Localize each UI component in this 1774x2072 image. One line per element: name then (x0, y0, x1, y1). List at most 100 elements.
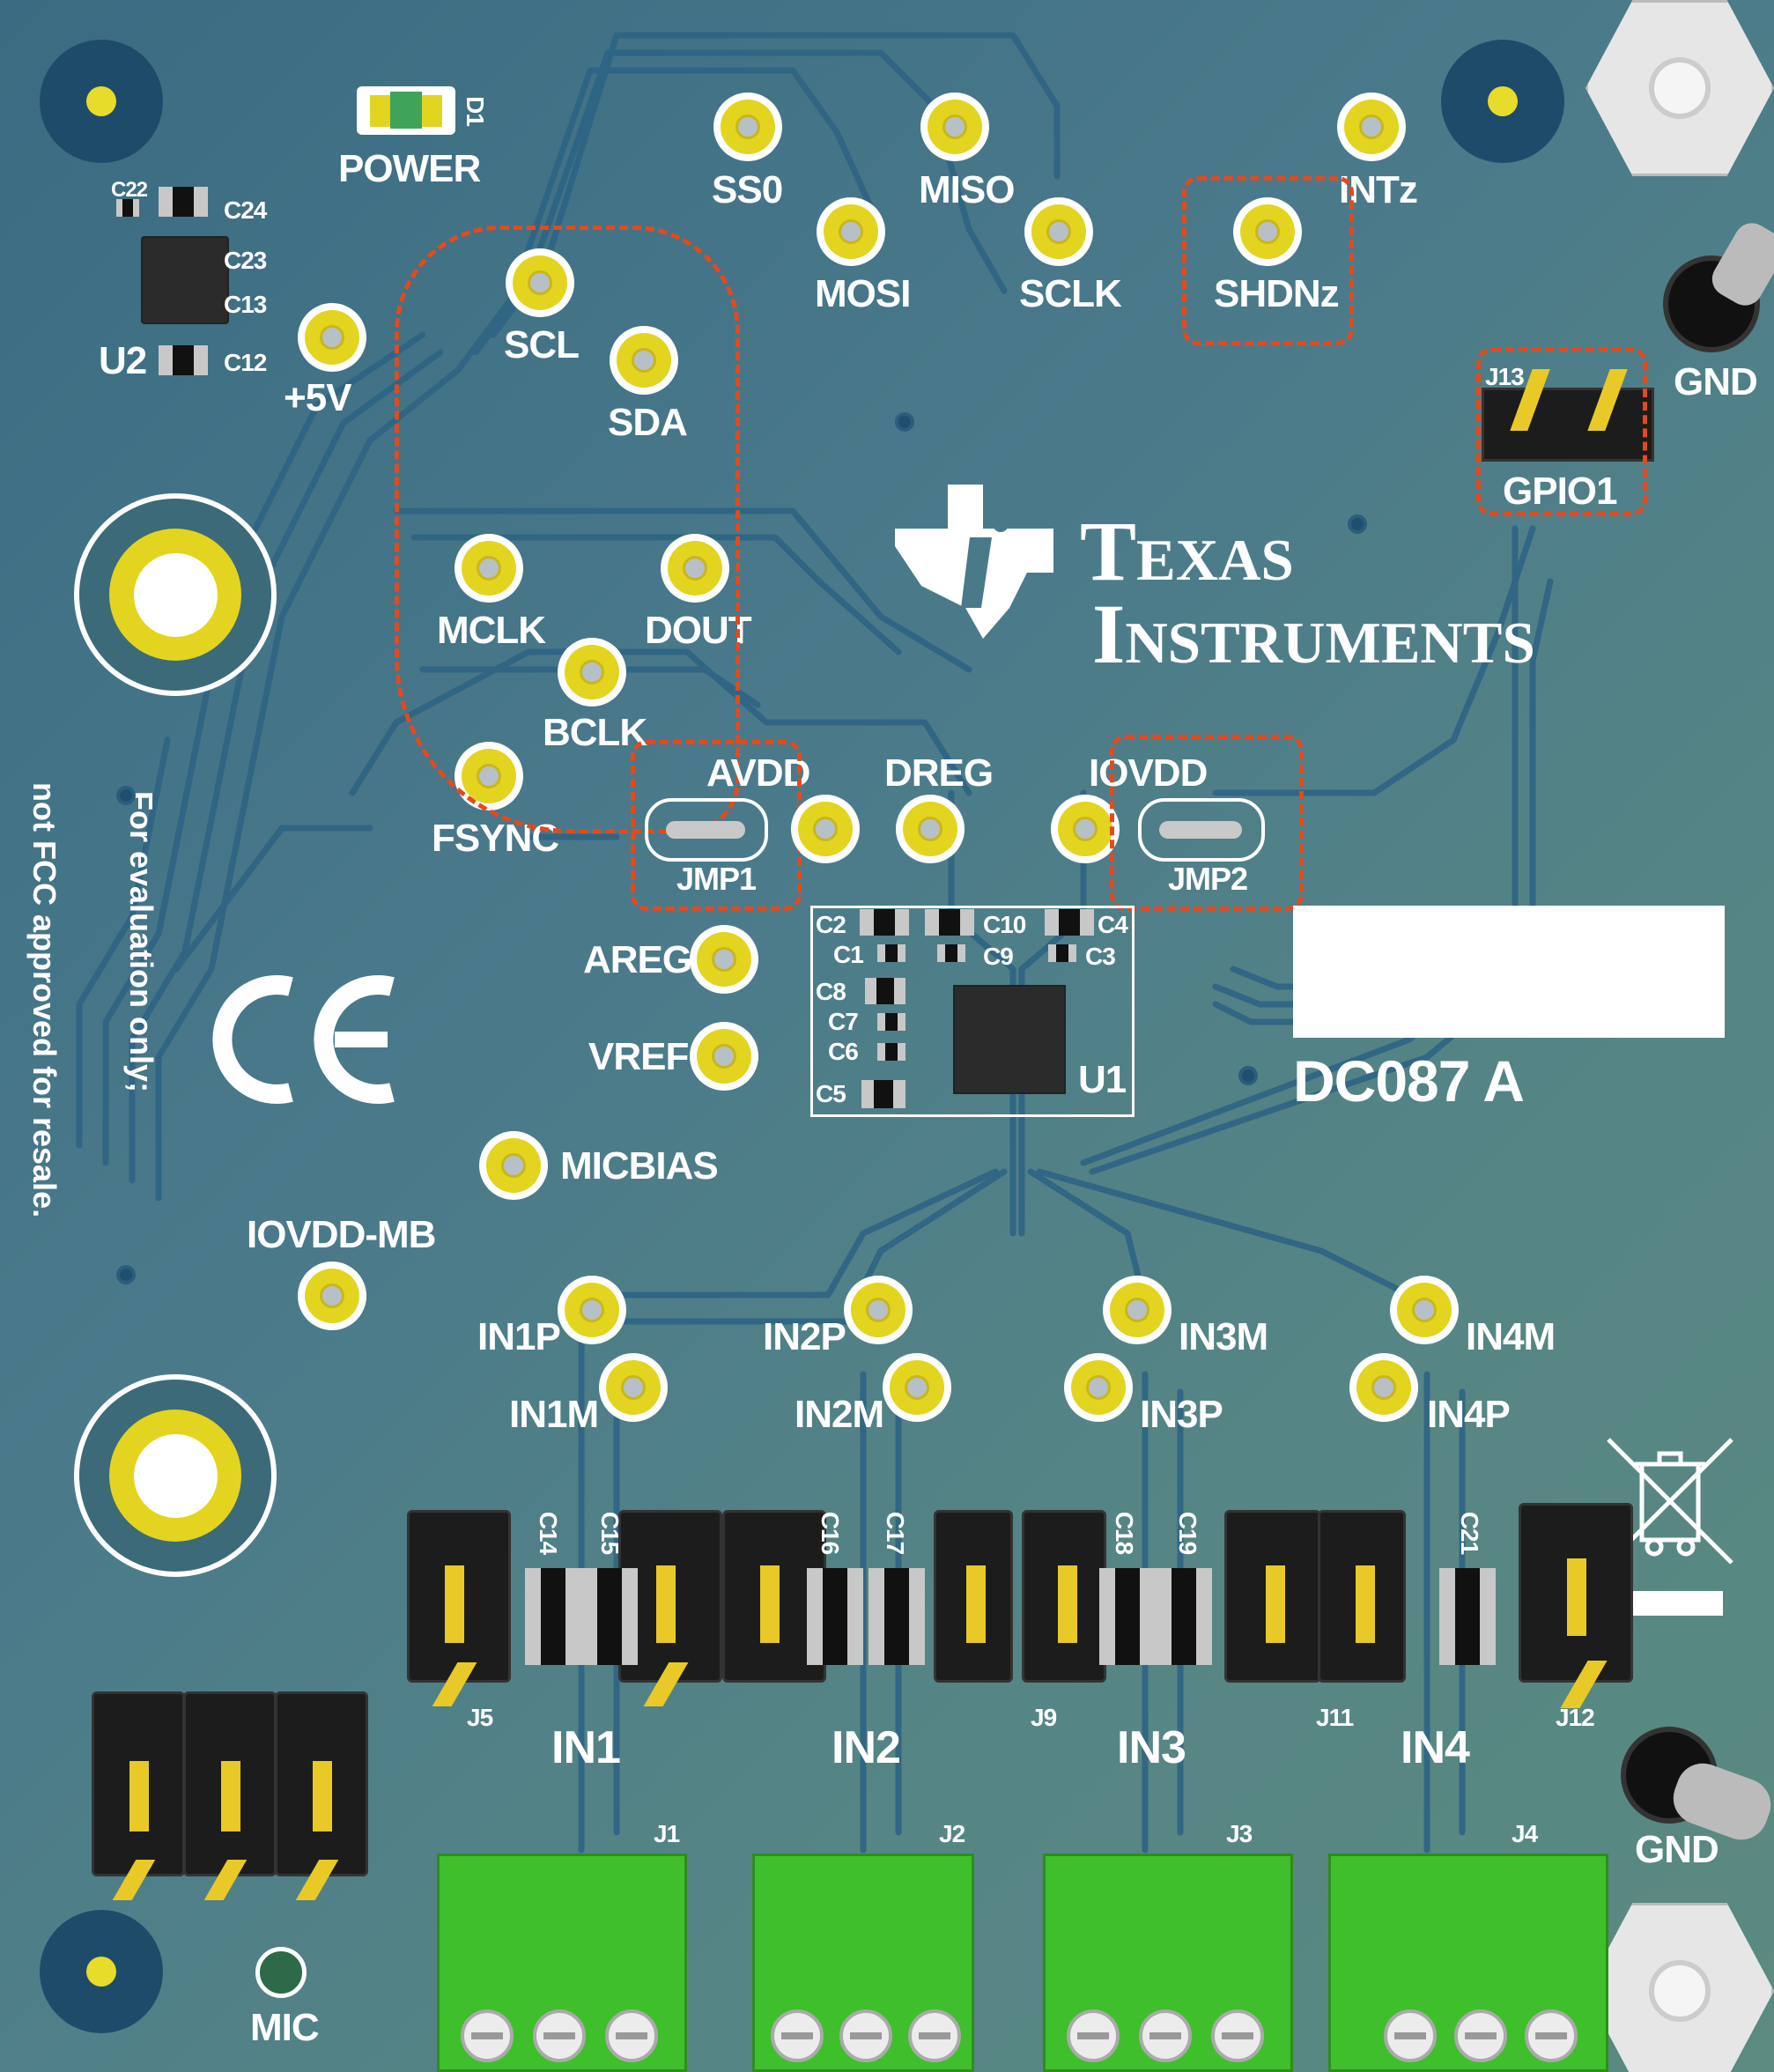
j3-label: J3 (1226, 1820, 1253, 1847)
cap-c1 (877, 944, 906, 962)
cap-c4 (1045, 909, 1094, 936)
test-point-avdd[interactable] (791, 795, 860, 863)
test-point-in4m[interactable] (1390, 1276, 1459, 1344)
u1-outline (810, 906, 1135, 1117)
mounting-hole-top-right (1441, 40, 1564, 163)
large-mounting-hole-upper (74, 493, 277, 696)
header-j8[interactable] (934, 1510, 1013, 1683)
test-point-dreg[interactable] (896, 795, 965, 863)
jmp1-label: JMP1 (676, 861, 757, 897)
test-point-micbias[interactable] (479, 1131, 548, 1200)
micbias-label: MICBIAS (560, 1144, 719, 1188)
jmp1-jumper[interactable] (645, 798, 768, 862)
disclaimer-line2: not FCC approved for resale. (26, 782, 63, 1218)
in1-group-label: IN1 (551, 1722, 621, 1773)
cap-c2 (860, 909, 909, 936)
j2-label: J2 (939, 1820, 965, 1847)
c3-label: C3 (1085, 943, 1116, 970)
header-j15[interactable] (275, 1691, 368, 1900)
gnd-label-top: GND (1674, 360, 1758, 403)
weee-bar (1622, 1591, 1723, 1616)
c19-label: C19 (1174, 1511, 1202, 1555)
test-point-areg[interactable] (690, 925, 758, 994)
test-point-miso[interactable] (920, 92, 989, 161)
test-point-in2p[interactable] (844, 1276, 913, 1344)
test-point-dout[interactable] (661, 534, 729, 603)
header-j11[interactable] (1318, 1510, 1406, 1683)
u1-label: U1 (1078, 1058, 1127, 1101)
ti-logo-icon (895, 485, 1053, 639)
test-point-in1p[interactable] (558, 1276, 626, 1344)
iovdd-mb-label: IOVDD-MB (247, 1213, 436, 1256)
j4-label: J4 (1512, 1820, 1538, 1847)
via (1348, 514, 1367, 534)
test-point-sclk[interactable] (1024, 197, 1093, 266)
test-point-in3p[interactable] (1064, 1353, 1133, 1422)
test-point-vref[interactable] (690, 1022, 758, 1091)
c17-label: C17 (882, 1511, 910, 1555)
test-point-in4p[interactable] (1349, 1353, 1418, 1422)
c23-label: C23 (224, 247, 267, 274)
test-point-iovdd-mb[interactable] (298, 1262, 366, 1330)
via (895, 412, 914, 432)
dreg-label: DREG (884, 751, 994, 795)
mic-label: MIC (250, 2006, 320, 2049)
terminal-block-j1[interactable] (437, 1854, 687, 2072)
header-j10[interactable] (1224, 1510, 1321, 1683)
test-point-in3m[interactable] (1103, 1276, 1172, 1344)
shdnz-label: SHDNz (1214, 272, 1340, 315)
cap-c5 (861, 1080, 905, 1108)
weee-bin-icon (1607, 1438, 1733, 1565)
highlight-jmp1 (631, 740, 802, 911)
c1-label: C1 (833, 941, 864, 968)
avdd-label: AVDD (706, 751, 810, 795)
j12-label: J12 (1556, 1704, 1595, 1731)
u2-label: U2 (99, 339, 147, 382)
iovdd-label: IOVDD (1089, 751, 1208, 795)
cap-c19 (1156, 1568, 1212, 1665)
in4m-label: IN4M (1466, 1315, 1556, 1358)
cap-c8 (865, 978, 905, 1004)
test-point-in2m[interactable] (883, 1353, 951, 1422)
cap-c17 (869, 1568, 925, 1665)
header-j9[interactable] (1022, 1510, 1106, 1683)
cap-c16 (807, 1568, 863, 1665)
cap-c15 (581, 1568, 638, 1665)
header-j12[interactable] (1519, 1503, 1633, 1708)
c10-label: C10 (983, 911, 1026, 938)
cap-c22 (116, 199, 140, 217)
test-point-5v[interactable] (298, 303, 366, 372)
gpio1-header[interactable] (1482, 369, 1654, 462)
test-point-ss0[interactable] (713, 92, 782, 161)
test-point-mosi[interactable] (817, 197, 885, 266)
test-point-shdnz[interactable] (1233, 197, 1302, 266)
cap-c9 (937, 944, 966, 962)
jmp2-jumper[interactable] (1138, 798, 1265, 862)
in2-group-label: IN2 (832, 1722, 901, 1773)
terminal-block-j3[interactable] (1043, 1854, 1293, 2072)
terminal-block-j4[interactable] (1328, 1854, 1608, 2072)
mounting-hole-bottom-left (40, 1910, 163, 2033)
ti-logo-line1: Texas (1080, 504, 1294, 598)
test-point-iovdd[interactable] (1051, 795, 1120, 863)
test-point-in1m[interactable] (599, 1353, 668, 1422)
header-j14[interactable] (92, 1691, 185, 1900)
large-mounting-hole-lower (74, 1374, 277, 1577)
in2m-label: IN2M (795, 1393, 884, 1436)
j9-label: J9 (1031, 1704, 1057, 1731)
highlight-shdnz (1182, 176, 1354, 345)
in3-group-label: IN3 (1117, 1722, 1186, 1773)
c21-label: C21 (1456, 1511, 1484, 1555)
header-j16[interactable] (183, 1691, 277, 1900)
terminal-block-j2[interactable] (752, 1854, 974, 2072)
test-point-intz[interactable] (1337, 92, 1406, 161)
via (116, 1265, 136, 1284)
header-j5[interactable] (407, 1510, 511, 1706)
test-point-mclk[interactable] (455, 534, 523, 603)
in4-group-label: IN4 (1401, 1722, 1470, 1773)
highlight-jmp2 (1110, 735, 1304, 911)
sclk-label: SCLK (1019, 272, 1122, 315)
sda-label: SDA (608, 401, 688, 444)
highlight-gpio1 (1476, 347, 1647, 516)
cap-c6 (877, 1043, 906, 1061)
